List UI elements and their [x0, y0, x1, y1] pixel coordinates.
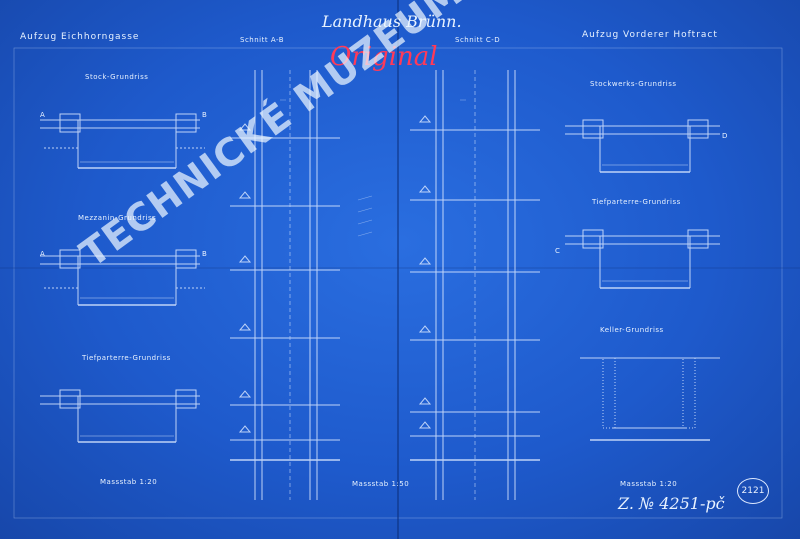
header-right: Aufzug Vorderer Hoftract [582, 30, 718, 40]
archive-stamp: 2121 [737, 478, 769, 504]
section-c-d [410, 70, 540, 500]
mark-b1: B [202, 111, 208, 119]
mark-a1: A [40, 111, 46, 119]
scale-middle: Massstab 1:50 [352, 480, 410, 488]
sheet-title: Landhaus Brünn. [322, 12, 462, 31]
mark-c: C [555, 247, 561, 255]
header-section-cd: Schnitt C-D [455, 36, 501, 44]
mark-a2: A [40, 250, 46, 258]
header-section-ab: Schnitt A-B [240, 36, 285, 44]
right-plan-1 [565, 119, 720, 173]
scale-left: Massstab 1:20 [100, 478, 158, 486]
section-a-b [230, 70, 340, 500]
right-plan-3 [580, 357, 720, 441]
header-left: Aufzug Eichhorngasse [20, 32, 140, 42]
left-plan-1 [40, 113, 205, 169]
right-plan-2-label: Tiefparterre-Grundriss [592, 198, 681, 206]
scale-right: Massstab 1:20 [620, 480, 678, 488]
mark-d: D [722, 132, 728, 140]
right-plan-1-label: Stockwerks-Grundriss [590, 80, 677, 88]
left-plan-2 [40, 249, 205, 306]
registration-number: Z. № 4251-pč [618, 494, 725, 513]
mark-b2: B [202, 250, 208, 258]
original-annotation: Original [330, 42, 438, 72]
left-plan-3-label: Tiefparterre-Grundriss [82, 354, 171, 362]
left-plan-2-label: Mezzanin-Grundriss [78, 214, 157, 222]
right-plan-2 [565, 229, 720, 289]
left-plan-3 [40, 389, 200, 443]
left-plan-1-label: Stock-Grundriss [85, 73, 149, 81]
right-plan-3-label: Keller-Grundriss [600, 326, 664, 334]
